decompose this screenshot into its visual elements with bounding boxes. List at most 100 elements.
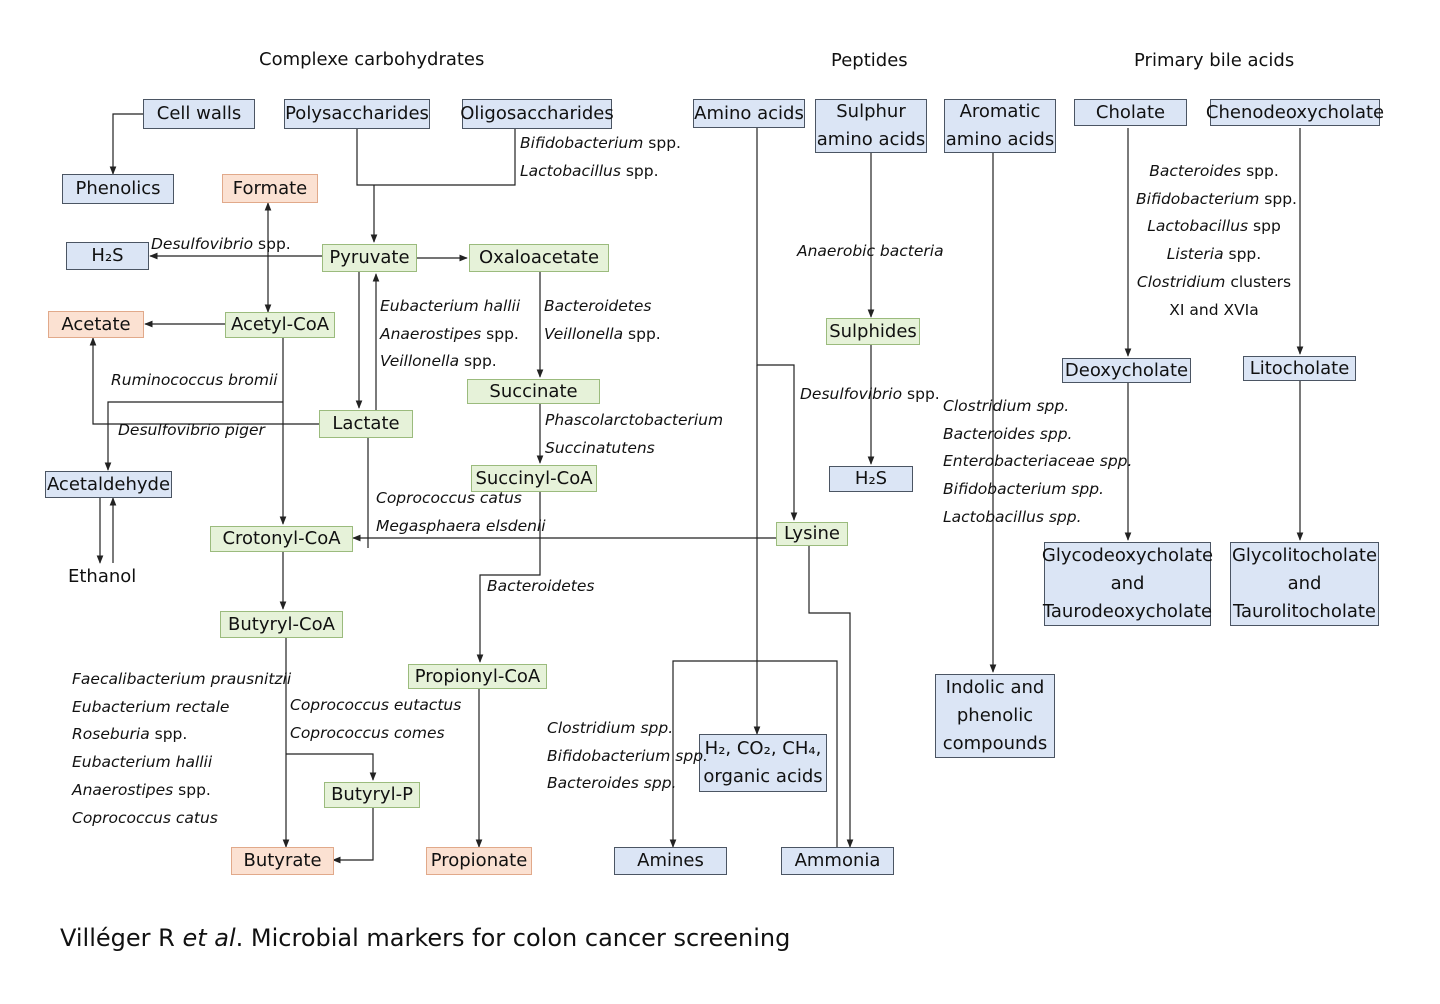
annotation-line: Coprococcus catus: [376, 485, 546, 513]
glycolito-line-2: and: [1287, 573, 1322, 595]
taxon-name: Eubacterium hallii: [72, 753, 213, 772]
gases-line-2: organic acids: [703, 766, 823, 787]
node-gases: H₂, CO₂, CH₄, organic acids: [699, 734, 827, 792]
gases-line-1: H₂, CO₂, CH₄,: [704, 738, 822, 760]
annotation-line: Megasphaera elsdenii: [376, 513, 546, 541]
sulphur-line-2: amino acids: [816, 129, 926, 150]
taxon-name: Desulfovibrio: [800, 385, 903, 403]
arrow-cellwalls-phenolics: [109, 113, 143, 175]
annotation-line: Anaerostipes spp.: [72, 777, 291, 805]
caption-author: Villéger R: [60, 924, 183, 952]
taxon-name: Lactobacillus spp.: [943, 507, 1082, 526]
taxon-name: Enterobacteriaceae spp.: [943, 452, 1133, 471]
annotation-line: Desulfovibrio spp.: [800, 381, 940, 409]
taxon-name: Bacteroides spp.: [547, 774, 677, 793]
node-pyruvate: Pyruvate: [322, 244, 417, 272]
taxon-name: Coprococcus catus: [376, 489, 522, 507]
node-deoxycholate: Deoxycholate: [1062, 358, 1191, 383]
taxon-name: Clostridium spp.: [943, 397, 1070, 415]
taxon-suffix: spp.: [623, 324, 661, 343]
annotation-line: Lactobacillus spp.: [943, 504, 1132, 532]
taxon-suffix: spp.: [902, 385, 940, 403]
node-indolic: Indolic and phenolic compounds: [935, 674, 1055, 758]
node-crotonyl-coa: Crotonyl-CoA: [210, 526, 353, 552]
taxon-suffix: spp.: [253, 235, 291, 253]
caption-etal: et al: [182, 924, 236, 952]
caption-rest: . Microbial markers for colon cancer scr…: [235, 924, 791, 952]
annotation-line: Faecalibacterium prausnitzii: [72, 666, 291, 694]
node-amino-acids: Amino acids: [693, 99, 805, 128]
node-butyryl-p: Butyryl-P: [324, 782, 420, 808]
node-propionyl-coa: Propionyl-CoA: [408, 664, 547, 689]
annotation-oligo-bacteria: Bifidobacterium spp.Lactobacillus spp.: [520, 130, 681, 185]
taxon-suffix: XI and XVIa: [1169, 300, 1259, 319]
node-polysaccharides: Polysaccharides: [284, 99, 430, 129]
annotation-bacteroidetes-propionyl: Bacteroidetes: [487, 573, 595, 601]
annotation-line: Coprococcus comes: [290, 720, 461, 748]
annotation-line: Veillonella spp.: [544, 321, 661, 349]
taxon-name: Bacteroides spp.: [943, 424, 1073, 443]
annotation-line: Desulfovibrio spp.: [151, 231, 291, 259]
node-cholate: Cholate: [1074, 99, 1187, 126]
taxon-suffix: spp.: [643, 134, 681, 152]
annotation-line: Eubacterium rectale: [72, 694, 291, 722]
annotation-ruminococcus: Ruminococcus bromii: [111, 367, 278, 395]
annotation-line: Bifidobacterium spp.: [1136, 186, 1297, 214]
annotation-line: Clostridium clusters: [1136, 269, 1292, 297]
node-formate: Formate: [222, 174, 318, 203]
glycolito-line-1: Glycolitocholate: [1231, 545, 1378, 567]
node-amines: Amines: [614, 847, 727, 875]
annotation-desulfovibrio-h2s: Desulfovibrio spp.: [151, 231, 291, 259]
aromatic-line-2: amino acids: [945, 129, 1055, 150]
taxon-suffix: spp.: [481, 324, 519, 343]
taxon-suffix: spp.: [1259, 189, 1297, 208]
annotation-aromatic-bacteria: Clostridium spp. Bacteroides spp. Enteroba…: [943, 393, 1132, 532]
taxon-suffix: spp.: [1241, 162, 1279, 180]
annotation-line: Anaerostipes spp.: [380, 321, 520, 349]
node-succinate: Succinate: [467, 379, 600, 404]
annotation-line: Bifidobacterium spp.: [943, 476, 1132, 504]
taxon-name: Coprococcus catus: [72, 808, 218, 827]
node-oxaloacetate: Oxaloacetate: [469, 244, 609, 272]
header-peptides: Peptides: [831, 50, 908, 71]
node-phenolics: Phenolics: [62, 174, 174, 204]
annotation-line: Lactobacillus spp.: [520, 158, 681, 186]
taxon-name: Megasphaera elsdenii: [376, 516, 546, 535]
annotation-line: Anaerobic bacteria: [797, 238, 944, 266]
annotation-desulfovibrio-right: Desulfovibrio spp.: [800, 381, 940, 409]
node-chenodeoxycholate: Chenodeoxycholate: [1206, 99, 1384, 126]
node-lysine: Lysine: [776, 522, 848, 546]
arrow-lysine-ammonia: [808, 546, 854, 848]
glycodeoxy-line-2: and: [1110, 573, 1145, 595]
taxon-name: Clostridium spp.: [547, 719, 674, 737]
annotation-line: Coprococcus catus: [72, 805, 291, 833]
node-butyrate: Butyrate: [231, 847, 334, 875]
annotation-line: Desulfovibrio piger: [118, 417, 265, 445]
taxon-name: Coprococcus comes: [290, 723, 445, 742]
glycodeoxy-line-3: Taurodeoxycholate: [1042, 600, 1213, 622]
annotation-line: Bacteroidetes: [544, 293, 661, 321]
node-acetyl-coa: Acetyl-CoA: [225, 312, 335, 338]
node-propionate: Propionate: [426, 847, 532, 875]
node-h2s-right: H₂S: [829, 466, 913, 492]
taxon-name: Succinatutens: [545, 438, 655, 457]
taxon-suffix: spp.: [149, 725, 188, 744]
node-sulphides: Sulphides: [826, 318, 920, 345]
arrow-branch-butyrylp: [286, 753, 377, 781]
node-glycolitocholate: Glycolitocholate and Taurolitocholate: [1230, 542, 1379, 626]
annotation-line: Succinatutens: [545, 435, 723, 463]
taxon-name: Ruminococcus bromii: [111, 371, 278, 389]
annotation-line: Veillonella spp.: [380, 348, 520, 376]
taxon-name: Bacteroidetes: [544, 297, 652, 315]
annotation-line: Bacteroides spp.: [943, 421, 1132, 449]
annotation-line: Coprococcus eutactus: [290, 692, 461, 720]
header-bile-acids: Primary bile acids: [1134, 50, 1295, 71]
taxon-suffix: spp.: [459, 352, 497, 371]
